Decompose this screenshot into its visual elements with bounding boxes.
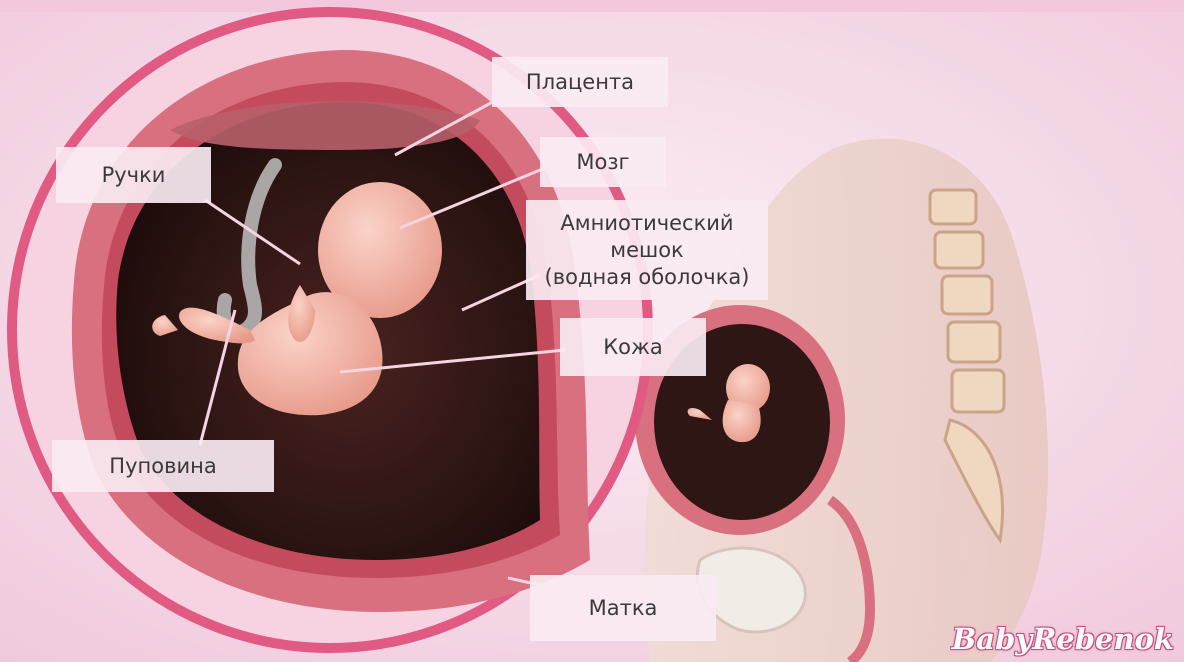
label-amniotic-line3: (водная оболочка) (545, 264, 750, 291)
label-amniotic-line2: мешок (610, 237, 684, 264)
top-strip (0, 0, 1184, 12)
label-brain-text: Мозг (576, 149, 629, 176)
label-hands: Ручки (56, 147, 211, 203)
label-amniotic-sac: Амниотический мешок (водная оболочка) (526, 200, 768, 300)
label-umbilical-cord-text: Пуповина (109, 453, 216, 480)
label-brain: Мозг (540, 137, 666, 187)
label-umbilical-cord: Пуповина (52, 440, 274, 492)
label-skin: Кожа (560, 318, 706, 376)
watermark-logo: BabyRebenok (952, 622, 1174, 656)
label-uterus: Матка (530, 575, 716, 641)
magnified-uterus (12, 12, 648, 648)
label-skin-text: Кожа (603, 334, 663, 361)
label-placenta-text: Плацента (526, 69, 634, 96)
label-placenta: Плацента (492, 57, 668, 107)
label-uterus-text: Матка (589, 595, 658, 622)
label-amniotic-line1: Амниотический (560, 210, 733, 237)
label-hands-text: Ручки (102, 162, 166, 189)
